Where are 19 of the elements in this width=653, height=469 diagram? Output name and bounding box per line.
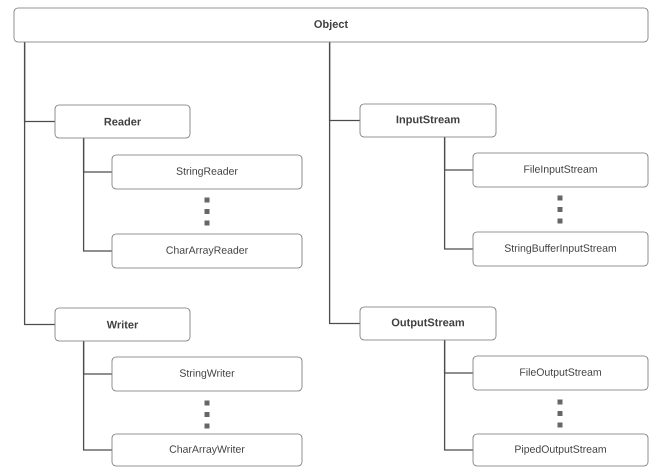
class-box: FileOutputStream <box>472 356 648 390</box>
class-box: StringBufferInputStream <box>472 232 648 266</box>
class-box: CharArrayWriter <box>112 434 302 466</box>
class-box: OutputStream <box>360 306 496 340</box>
class-box: FileInputStream <box>472 152 648 188</box>
class-box: StringWriter <box>112 356 302 392</box>
connector-line <box>444 340 473 451</box>
connector-line <box>24 42 55 326</box>
class-box: InputStream <box>360 104 496 138</box>
class-box: Object <box>14 8 648 42</box>
connector-line <box>328 42 360 324</box>
class-box: Reader <box>54 104 190 138</box>
connector-line <box>444 137 473 250</box>
class-box: Writer <box>54 308 190 342</box>
class-box: StringReader <box>112 154 302 190</box>
class-box: CharArrayReader <box>112 234 302 268</box>
class-box: PipedOutputStream <box>472 434 648 466</box>
connector-line <box>82 138 112 252</box>
connector-line <box>82 341 112 451</box>
